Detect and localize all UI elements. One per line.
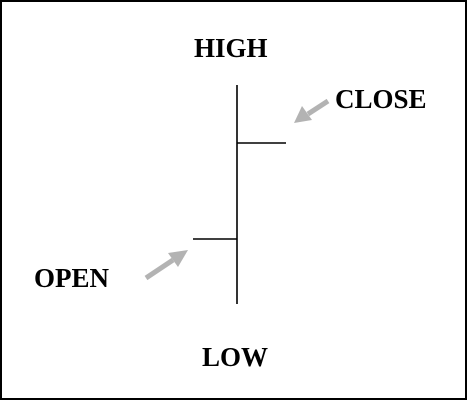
close-label: CLOSE <box>335 84 427 114</box>
close-arrow-icon <box>294 98 330 123</box>
low-label: LOW <box>202 342 269 372</box>
high-label: HIGH <box>194 33 268 63</box>
open-label: OPEN <box>34 263 110 293</box>
open-arrow-icon <box>144 250 188 281</box>
